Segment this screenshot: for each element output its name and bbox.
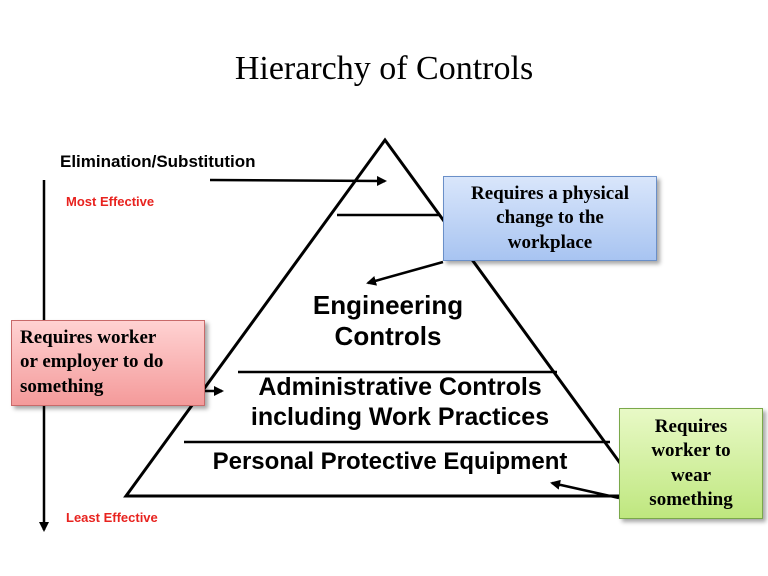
worker-action-line-1: Requires worker xyxy=(20,327,157,348)
wear-something-line-4: something xyxy=(649,488,733,510)
administrative-line-2: including Work Practices xyxy=(250,403,550,431)
elimination-label: Elimination/Substitution xyxy=(60,152,256,171)
engineering-line-1: Engineering xyxy=(312,290,464,320)
engineering-line-2: Controls xyxy=(334,321,442,352)
wear-something-line-1: Requires xyxy=(654,416,728,437)
worker-action-line-3: something xyxy=(20,375,104,397)
physical-change-line-2: change to the xyxy=(496,207,604,229)
worker-action-callout: Requires worker or employer to do someth… xyxy=(11,320,205,406)
worker-action-line-2: or employer to do xyxy=(20,351,164,373)
most-effective-label: Most Effective xyxy=(66,194,155,209)
least-effective-label: Least Effective xyxy=(66,510,158,525)
wear-something-line-2: worker to xyxy=(651,440,731,462)
pyramid-outline xyxy=(123,137,647,498)
physical-change-line-1: Requires a physical xyxy=(470,183,629,204)
administrative-line-1: Administrative Controls xyxy=(258,373,542,401)
administrative-controls-tier: Administrative Controls including Work P… xyxy=(210,372,590,432)
wear-something-line-3: wear xyxy=(670,464,712,486)
wear-something-callout: Requires worker to wear something xyxy=(619,408,763,519)
engineering-controls-tier: Engineering Controls xyxy=(268,290,508,352)
page-title: Hierarchy of Controls xyxy=(234,50,534,87)
ppe-tier: Personal Protective Equipment xyxy=(212,448,568,475)
physical-change-arrow xyxy=(366,260,444,286)
physical-change-callout: Requires a physical change to the workpl… xyxy=(443,176,657,261)
physical-change-line-3: workplace xyxy=(507,231,593,253)
elimination-arrow xyxy=(209,175,387,186)
wear-something-arrow xyxy=(550,479,620,500)
